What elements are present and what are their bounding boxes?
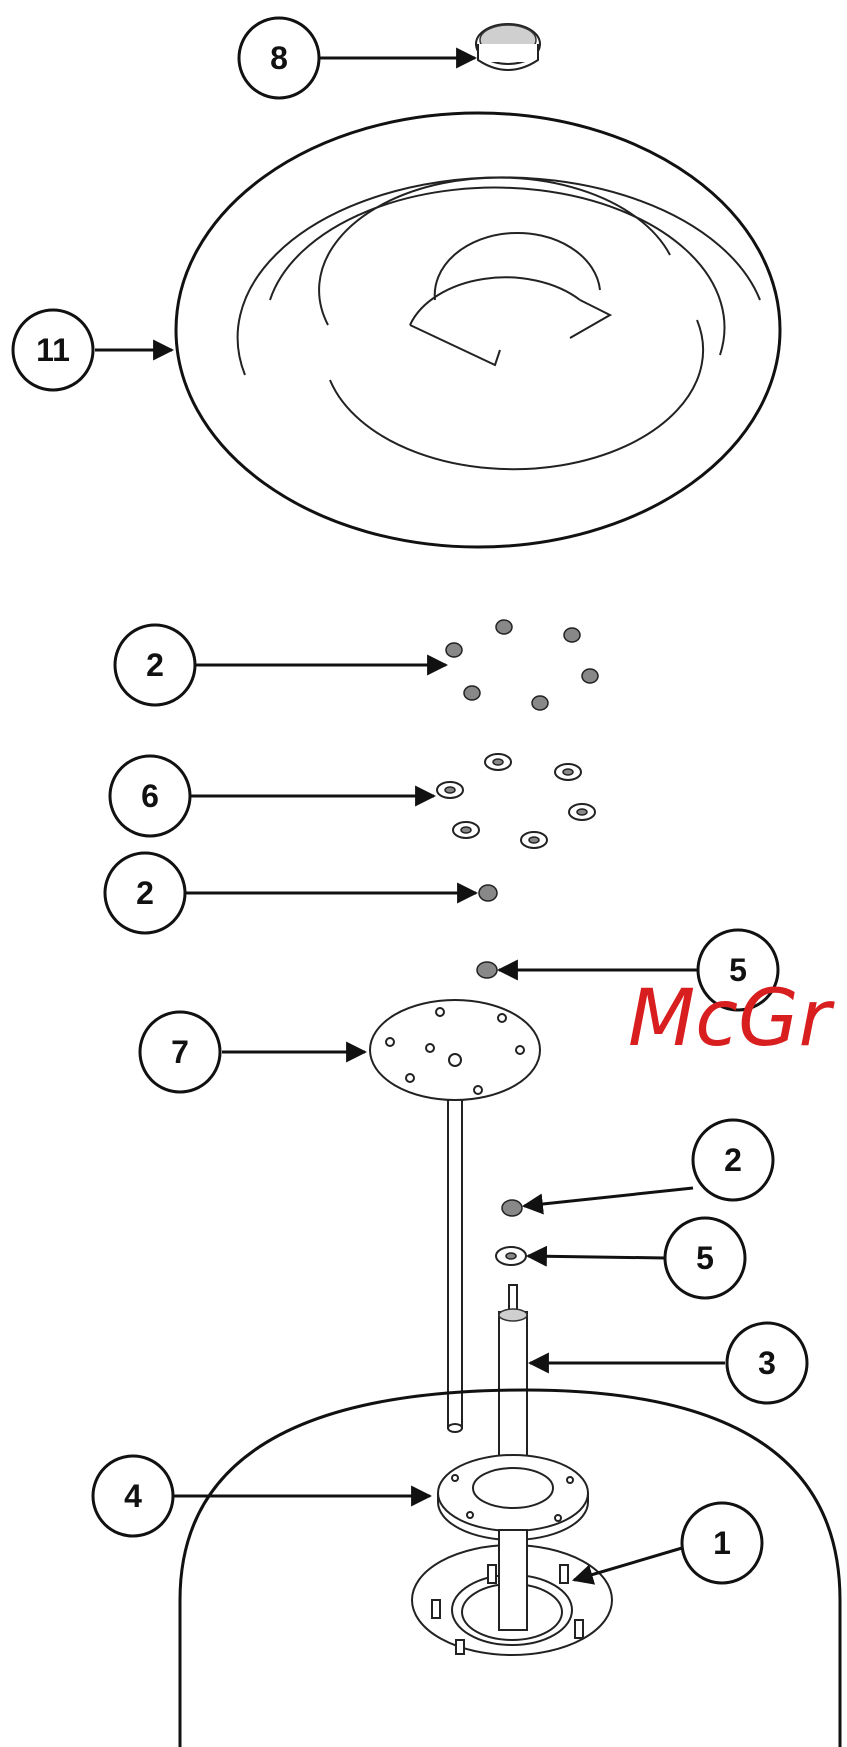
part-2-nut-lower (501, 1199, 523, 1217)
callout-5-upper-label: 5 (729, 952, 747, 988)
callout-7-label: 7 (171, 1034, 189, 1070)
callout-5-upper: 5 (696, 928, 780, 1012)
part-1-tank-flange (411, 1529, 613, 1656)
part-4-gasket-ring (437, 1454, 589, 1541)
part-5-grommet-upper (476, 961, 498, 979)
part-2-nut-single (478, 884, 498, 902)
part-2-nut-ring (445, 619, 599, 711)
callout-8: 8 (237, 16, 321, 100)
callout-8-label: 8 (270, 40, 288, 76)
watermark-text: McGr (628, 974, 836, 1064)
callout-1-label: 1 (713, 1525, 731, 1561)
callout-2-lower-label: 2 (724, 1142, 742, 1178)
part-7-plate-with-tube (369, 999, 541, 1433)
callout-4: 4 (91, 1454, 175, 1538)
part-6-washer-ring (436, 753, 596, 849)
callout-11-label: 11 (36, 332, 70, 368)
callout-6-label: 6 (141, 778, 159, 814)
callout-2-top: 2 (113, 623, 197, 707)
callout-1: 1 (680, 1501, 764, 1585)
callout-2-middle: 2 (103, 851, 187, 935)
part-8-cap (475, 23, 541, 71)
callout-2-top-label: 2 (146, 647, 164, 683)
callout-7: 7 (138, 1010, 222, 1094)
callout-2-lower: 2 (691, 1118, 775, 1202)
part-11-spiral-disk (174, 111, 782, 549)
part-5-washer-lower (495, 1246, 527, 1266)
leader-lines (95, 47, 725, 1585)
callout-5-lower-label: 5 (696, 1240, 714, 1276)
callout-11: 11 (11, 308, 95, 392)
callout-3-label: 3 (758, 1345, 776, 1381)
callout-6: 6 (108, 754, 192, 838)
tank-body (178, 1388, 842, 1747)
callout-4-label: 4 (124, 1478, 142, 1514)
callout-2-middle-label: 2 (136, 875, 154, 911)
callout-3: 3 (725, 1321, 809, 1405)
callout-5-lower: 5 (663, 1216, 747, 1300)
